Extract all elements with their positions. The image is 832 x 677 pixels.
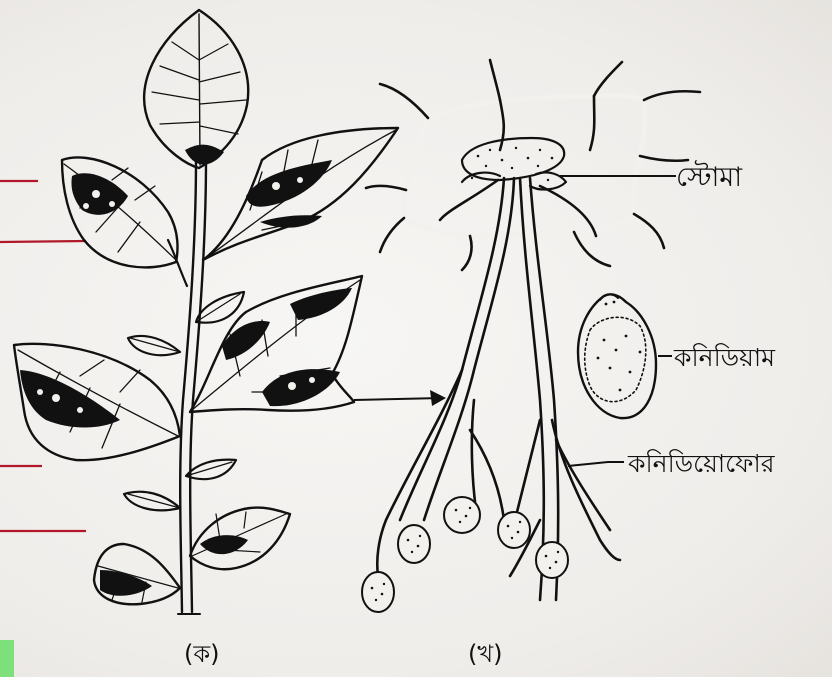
detached-conidium <box>578 294 656 418</box>
margin-mark <box>0 241 86 242</box>
conidium-attached <box>362 572 394 612</box>
margin-marks <box>0 181 86 531</box>
conidium-attached <box>444 497 480 533</box>
green-page-tab <box>0 640 14 677</box>
attached-conidia <box>362 497 568 612</box>
leaf-upper-left <box>62 157 187 286</box>
panel-b-caption: (খ) <box>468 640 503 668</box>
conidium-label: কনিডিয়াম <box>673 343 776 372</box>
conidium-attached <box>498 512 530 548</box>
conidiophore-label: কনিডিয়োফোর <box>627 449 776 478</box>
pointer-arrow <box>354 390 446 406</box>
conidium-attached <box>398 525 430 563</box>
leaf-right-large <box>190 276 362 412</box>
leaf-upper-right <box>203 128 398 260</box>
leaf-lower-left <box>94 544 180 604</box>
panel-a-caption: (ক) <box>184 640 220 668</box>
fungus-illustration <box>362 60 700 612</box>
leaf-top <box>144 10 248 168</box>
leaf-left-large <box>14 344 180 460</box>
epidermal-cells <box>366 60 700 270</box>
stoma-label: স্টোমা <box>676 160 743 193</box>
leaf-lower-right <box>190 508 290 570</box>
conidiophore-leader-line <box>568 462 624 466</box>
leader-lines <box>560 176 676 466</box>
plant-shoot-illustration <box>14 10 398 614</box>
conidium-attached <box>536 542 568 578</box>
